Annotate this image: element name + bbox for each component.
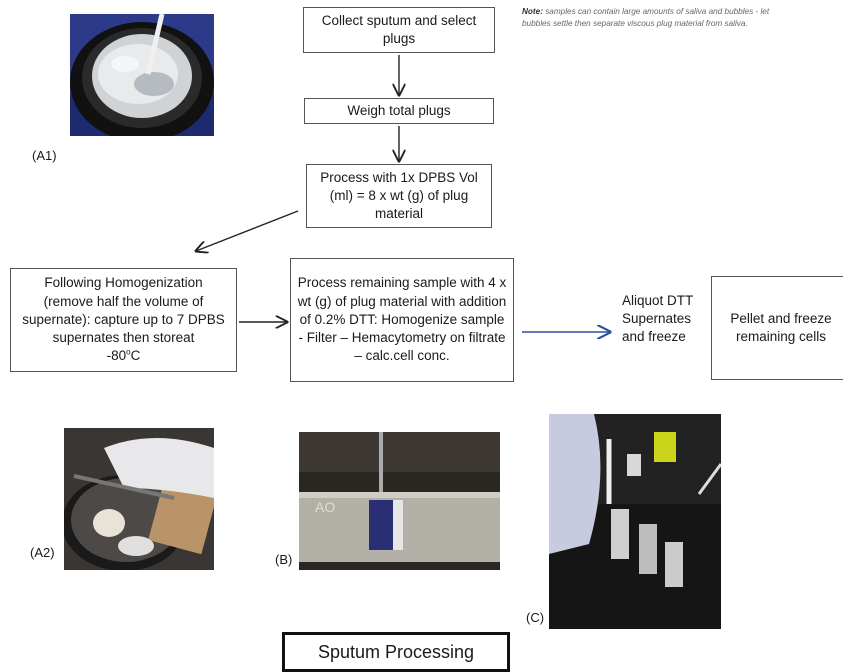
homogenization-temp: -80 [106, 348, 127, 364]
photo-b: AO [299, 432, 500, 570]
step-homogenization-text: Following Homogenization (remove half th… [22, 275, 225, 364]
diagram-title-text: Sputum Processing [317, 641, 475, 662]
step-process-dtt-box: Process remaining sample with 4 x wt (g)… [290, 258, 514, 382]
step-pellet-text: Pellet and freeze remaining cells [730, 310, 832, 344]
label-b: (B) [275, 552, 293, 567]
photo-a1-image [70, 14, 214, 136]
step-homogenization-box: Following Homogenization (remove half th… [10, 268, 237, 372]
step-process-dtt-text: Process remaining sample with 4 x wt (g)… [297, 275, 507, 364]
label-a2: (A2) [30, 545, 55, 560]
note-bold: Note: [522, 7, 543, 16]
step-weigh-box: Weigh total plugs [304, 98, 494, 124]
step-weigh-text: Weigh total plugs [347, 102, 451, 118]
photo-a1 [70, 14, 214, 136]
step-collect-box: Collect sputum and select plugs [303, 7, 495, 53]
note-text: Note: samples can contain large amounts … [522, 6, 772, 30]
photo-b-text: AO [315, 499, 335, 515]
step-aliquot-text: Aliquot DTT Supernates and freeze [622, 293, 694, 345]
step-collect-text: Collect sputum and select plugs [321, 12, 477, 46]
diagram-title: Sputum Processing [282, 632, 510, 672]
photo-b-image: AO [299, 432, 500, 570]
label-c: (C) [526, 610, 545, 625]
arrow-process-homogenization [196, 210, 299, 251]
label-a1: (A1) [32, 148, 57, 163]
photo-a2 [64, 428, 214, 570]
homogenization-main-text: Following Homogenization (remove half th… [22, 275, 225, 346]
photo-a2-image [64, 428, 214, 570]
photo-c-image [549, 414, 721, 629]
step-process-dpbs-box: Process with 1x DPBS Vol (ml) = 8 x wt (… [306, 164, 492, 228]
homogenization-unit: C [130, 348, 141, 364]
photo-c [549, 414, 721, 629]
step-pellet-box: Pellet and freeze remaining cells [711, 276, 843, 380]
note-body: samples can contain large amounts of sal… [522, 7, 770, 28]
step-process-dpbs-text: Process with 1x DPBS Vol (ml) = 8 x wt (… [320, 169, 478, 222]
